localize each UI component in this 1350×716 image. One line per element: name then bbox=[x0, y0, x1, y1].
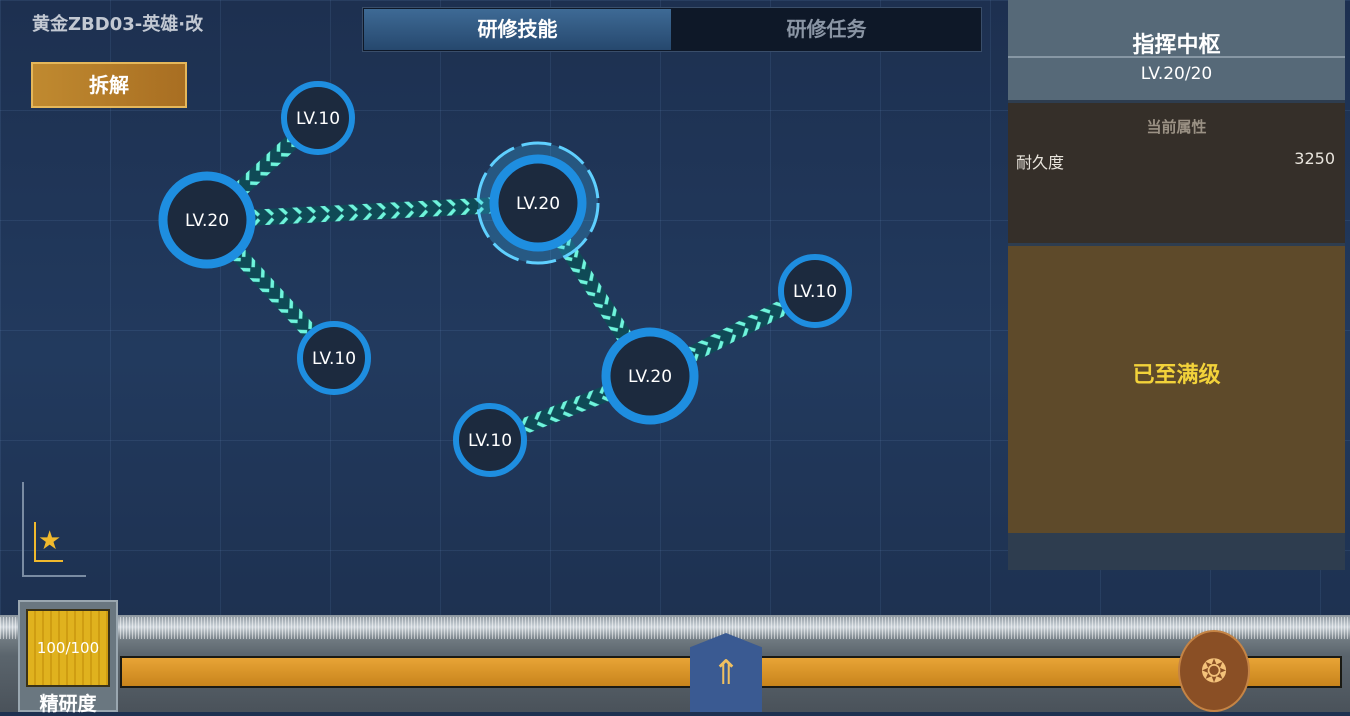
skill-node-label: LV.10 bbox=[296, 109, 340, 129]
skill-node-label: LV.20 bbox=[185, 211, 229, 231]
skill-node[interactable]: LV.10 bbox=[297, 321, 371, 395]
attr-name: 耐久度 bbox=[1016, 153, 1065, 172]
tab-bar: 研修技能 研修任务 bbox=[362, 7, 982, 52]
refine-badge: 100/100 精研度 bbox=[18, 600, 118, 715]
tab-tasks[interactable]: 研修任务 bbox=[786, 17, 867, 41]
skill-level: LV.20/20 bbox=[1140, 64, 1213, 84]
attr-value: 3250 bbox=[1294, 149, 1335, 168]
skill-node-label: LV.10 bbox=[468, 431, 512, 451]
skill-link bbox=[206, 195, 539, 228]
tab-skills[interactable]: 研修技能 bbox=[364, 9, 671, 50]
star-icon: ★ bbox=[34, 522, 64, 562]
skill-node[interactable]: LV.10 bbox=[778, 254, 852, 328]
refine-label: 精研度 bbox=[39, 693, 97, 715]
attr-row: 耐久度 3250 bbox=[1008, 137, 1345, 173]
max-level-button[interactable]: 已至满级 bbox=[1008, 246, 1345, 533]
skill-node[interactable]: LV.20 bbox=[601, 327, 699, 425]
skill-name: 指挥中枢 bbox=[1008, 0, 1345, 58]
skill-node-label: LV.20 bbox=[628, 367, 672, 387]
skill-node[interactable]: LV.10 bbox=[453, 403, 527, 477]
detail-panel: 指挥中枢 LV.20/20 当前属性 耐久度 3250 已至满级 bbox=[1008, 0, 1345, 570]
star-filter[interactable]: ★ bbox=[22, 482, 86, 577]
vehicle-name: 黄金ZBD03-英雄·改 bbox=[32, 14, 204, 35]
dismantle-button[interactable]: 拆解 bbox=[31, 62, 187, 108]
skill-node[interactable]: LV.20 bbox=[158, 171, 256, 269]
rocket-milestone-icon[interactable]: ⇑ bbox=[690, 633, 762, 712]
skill-node-label: LV.20 bbox=[516, 194, 560, 214]
skill-node[interactable]: LV.20 bbox=[476, 141, 600, 265]
skill-node-label: LV.10 bbox=[312, 349, 356, 369]
skill-node[interactable]: LV.10 bbox=[281, 81, 355, 155]
emblem-reward-icon[interactable]: ❂ bbox=[1178, 630, 1250, 712]
attr-header: 当前属性 bbox=[1146, 118, 1207, 136]
skill-node-label: LV.10 bbox=[793, 282, 837, 302]
refine-value: 100/100 bbox=[26, 609, 110, 687]
